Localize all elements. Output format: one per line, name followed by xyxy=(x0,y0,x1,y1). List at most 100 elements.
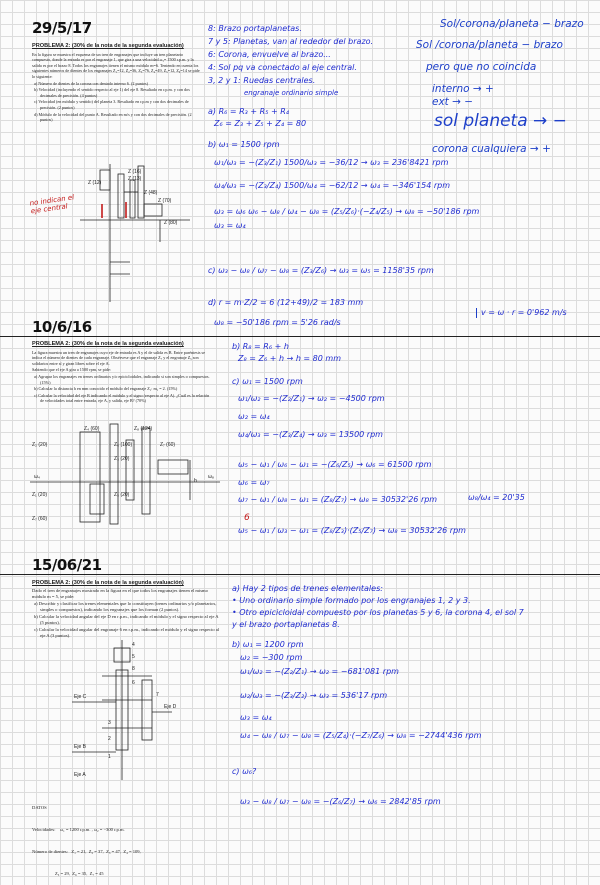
note-s2-4: ω₂ = ω₄ xyxy=(238,412,270,421)
problem-text-1: PROBLEMA 2: (30% de la nota de la segund… xyxy=(32,43,200,124)
note-s1-15: ω₈ = −50'186 rpm = 5'26 rad/s xyxy=(214,318,341,327)
diagram3-label-10: 7 xyxy=(156,692,159,698)
note-s3-4: b) ω₁ = 1200 rpm xyxy=(232,640,304,649)
problem-text-3: PROBLEMA 2: (30% de la nota de la segund… xyxy=(32,580,222,640)
side-note-0: Sol/corona/planeta − brazo xyxy=(440,18,584,30)
data-line-3-2: Z₅ = 29, Z₆ = 35, Z₇ = 45 xyxy=(32,871,104,876)
problem-intro-2: La figura muestra un tren de engranajes … xyxy=(32,349,206,366)
section-date-2: 10/6/16 xyxy=(32,318,92,336)
note-s3-3: y el brazo portaplanetas 8. xyxy=(232,620,340,629)
problem-intro-1: En la figura se muestra el esquema de un… xyxy=(32,51,200,79)
problem-item-3c: c) Calcular la velocidad angular del eng… xyxy=(34,627,220,638)
problem-item-2b: b) Calcular la distancia h en mm conocid… xyxy=(34,386,178,392)
side-note-1: Sol /corona/planeta − brazo xyxy=(416,39,563,51)
diagram2-label-10: ω₈ xyxy=(208,474,214,480)
note-s1-9: ω₁/ω₃ = −(Z₃/Z₁) 1500/ω₃ = −36/12 → ω₃ =… xyxy=(214,158,449,167)
side-note-3: interno → + xyxy=(432,83,494,95)
note-s1-3: 4: Sol pq va conectado al eje central. xyxy=(208,63,357,72)
note-s1-7: Z₆ = Z₃ + Z₅ + Z₄ = 80 xyxy=(214,119,307,128)
data-line-3-1: Número de dientes: Z₁ = 21, Z₂ = 37, Z₃ … xyxy=(32,849,141,854)
note-s3-10: c) ω₆? xyxy=(232,767,257,776)
problem-title-2: PROBLEMA 2: (30% de la nota de la segund… xyxy=(32,341,184,347)
diagram3-label-0: Eje C xyxy=(74,694,87,700)
problem-intro-3: Dado el tren de engranajes mostrado en l… xyxy=(32,588,208,599)
data-title-3: DATOS xyxy=(32,805,47,810)
note-s1-6: a) R₆ = R₃ + R₅ + R₄ xyxy=(208,107,289,116)
note-s1-13: c) ω₃ − ω₈ / ω₇ − ω₈ = (Z₃/Z₆) → ω₃ = ω₅… xyxy=(208,266,434,275)
diagram1-label-2: Z (12) xyxy=(88,180,102,186)
diagram3-label-1: Eje B xyxy=(74,744,87,750)
diagram3-label-11: 8 xyxy=(132,666,135,672)
diagram1-label-4: Z (70) xyxy=(158,198,172,204)
note-s1-4: 3, 2 y 1: Ruedas centrales. xyxy=(208,76,316,85)
side-note-2: pero que no coincida xyxy=(426,61,537,73)
diagram1-label-5: Z (80) xyxy=(164,220,178,226)
side-note-6: corona cualquiera → + xyxy=(432,143,551,155)
problem-item-3a: a) Describir y clasificar los trenes ele… xyxy=(34,601,217,612)
note-s2-5: ω₄/ω₃ = −(Z₃/Z₄) → ω₃ = 13500 rpm xyxy=(238,430,383,439)
gear-diagram-3: Eje C Eje B Eje A Eje D 1 2 3 4 5 6 7 8 xyxy=(72,640,177,780)
note-s2-3: ω₁/ω₂ = −(Z₂/Z₁) → ω₂ = −4500 rpm xyxy=(238,394,385,403)
note-s1-0: 8: Brazo portaplanetas. xyxy=(208,24,302,33)
diagram1-label-0: Z (16) xyxy=(128,169,142,175)
diagram1-label-3: Z (48) xyxy=(144,190,158,196)
divider-1 xyxy=(0,336,600,337)
divider-2 xyxy=(0,574,600,575)
note-s3-11: ω₃ − ω₈ / ω₇ − ω₈ = −(Z₆/Z₇) → ω₆ = 2842… xyxy=(240,797,441,806)
gear-diagram-2: Z₄ (60) Z₈ (124) Z₂ (20) Z₆ (100) Z₇ (60… xyxy=(30,423,220,525)
note-s1-14: d) r = m·Z/2 = 6 (12+49)/2 = 183 mm xyxy=(208,298,364,307)
data-block-3: DATOS Velocidades: ω₁ = 1200 r.p.m. , ω₂… xyxy=(32,790,232,885)
problem-item-1c: c) Velocidad (en módulo y sentido) del p… xyxy=(34,99,189,110)
diagram2-label-0: Z₄ (60) xyxy=(84,426,100,432)
note-s3-2: • Otro epicicloidal compuesto por los pl… xyxy=(232,608,524,617)
problem-title-1: PROBLEMA 2: (30% de la nota de la segund… xyxy=(32,43,184,49)
diagram2-label-5: Z₃ (20) xyxy=(114,456,130,462)
note-s2-8: ω₇ − ω₁ / ω₈ − ω₁ = (Z₈/Z₇) → ω₈ = 30532… xyxy=(238,495,438,504)
diagram3-label-3: Eje D xyxy=(164,704,177,710)
diagram2-label-7: Z₅ (20) xyxy=(114,492,130,498)
problem-text-2: PROBLEMA 2: (30% de la nota de la segund… xyxy=(32,341,212,405)
note-s2-2: c) ω₁ = 1500 rpm xyxy=(232,377,303,386)
note-s1-12: ω₃ = ω₄ xyxy=(214,221,246,230)
diagram2-label-3: Z₆ (100) xyxy=(114,442,132,448)
diagram2-label-2: Z₂ (20) xyxy=(32,442,48,448)
note-s2-0: b) R₈ = R₆ + h xyxy=(232,342,289,351)
diagram2-label-9: ω₄ xyxy=(34,474,40,480)
note-s2-1: Z₈ = Z₆ + h → h = 80 mm xyxy=(238,354,341,363)
note-s2-11: ω₅ − ω₁ / ω₃ − ω₁ = (Z₈/Z₃)·(Z₅/Z₇) → ω₈… xyxy=(238,526,466,535)
problem-item-1b: b) Velocidad (incluyendo el sentido resp… xyxy=(34,87,190,98)
side-note-5: sol planeta → − xyxy=(434,111,567,131)
note-s2-7: ω₆ = ω₇ xyxy=(238,478,270,487)
section-date-3: 15/06/21 xyxy=(32,556,102,574)
data-line-3-0: Velocidades: ω₁ = 1200 r.p.m. , ω₂ = −30… xyxy=(32,827,125,832)
diagram1-label-1: Z (13) xyxy=(128,176,142,182)
gear-diagram-1: Z (16) Z (13) Z (12) Z (48) Z (70) Z (80… xyxy=(80,164,190,302)
note-s3-1: • Uno ordinario simple formado por los e… xyxy=(232,596,471,605)
problem-title-3: PROBLEMA 2: (30% de la nota de la segund… xyxy=(32,580,184,586)
diagram3-label-4: 1 xyxy=(108,754,111,760)
note-s3-8: ω₃ = ω₄ xyxy=(240,713,272,722)
note-s3-9: ω₄ − ω₈ / ω₇ − ω₈ = (Z₅/Z₄)·(−Z₇/Z₆) → ω… xyxy=(240,731,482,740)
problem-item-1a: a) Número de dientes de la corona con de… xyxy=(34,80,149,86)
note-s3-0: a) Hay 2 tipos de trenes elementales: xyxy=(232,584,383,593)
note-s2-10: 6 xyxy=(244,513,250,523)
diagram3-label-2: Eje A xyxy=(74,772,86,778)
problem-item-2a: a) Agrupar los engranajes en trenes ordi… xyxy=(34,373,210,385)
section-date-1: 29/5/17 xyxy=(32,19,92,37)
problem-intro2-2: Sabiendo que el eje A gira a 1500 rpm, s… xyxy=(32,367,111,373)
note-s2-6: ω₅ − ω₁ / ω₆ − ω₁ = −(Z₆/Z₅) → ω₆ = 6150… xyxy=(238,460,432,469)
diagram2-label-4: Z₇ (60) xyxy=(160,442,175,448)
note-s2-9: ω₈/ω₄ = 20'35 xyxy=(468,493,525,502)
note-s1-10: ω₄/ω₃ = −(Z₃/Z₄) 1500/ω₄ = −62/12 → ω₄ =… xyxy=(214,181,450,190)
note-s1-5: engranaje ordinario simple xyxy=(244,89,339,97)
diagram3-label-8: 5 xyxy=(132,654,135,660)
problem-item-3b: b) Calcular la velocidad angular del eje… xyxy=(34,614,219,625)
diagram2-label-8: Z₇ (60) xyxy=(32,516,47,522)
note-s1-16: v = ω · r = 0'962 m/s xyxy=(476,308,567,318)
problem-item-2c: c) Calcular la velocidad del eje B indic… xyxy=(34,392,210,404)
problem-item-1d: d) Módulo de la velocidad del punto A. R… xyxy=(34,111,192,123)
side-note-4: ext → − xyxy=(432,96,474,108)
note-s1-2: 6: Corona, envuelve al brazo... xyxy=(208,50,331,59)
diagram2-label-1: Z₈ (124) xyxy=(134,426,153,432)
diagram3-label-6: 3 xyxy=(108,720,111,726)
